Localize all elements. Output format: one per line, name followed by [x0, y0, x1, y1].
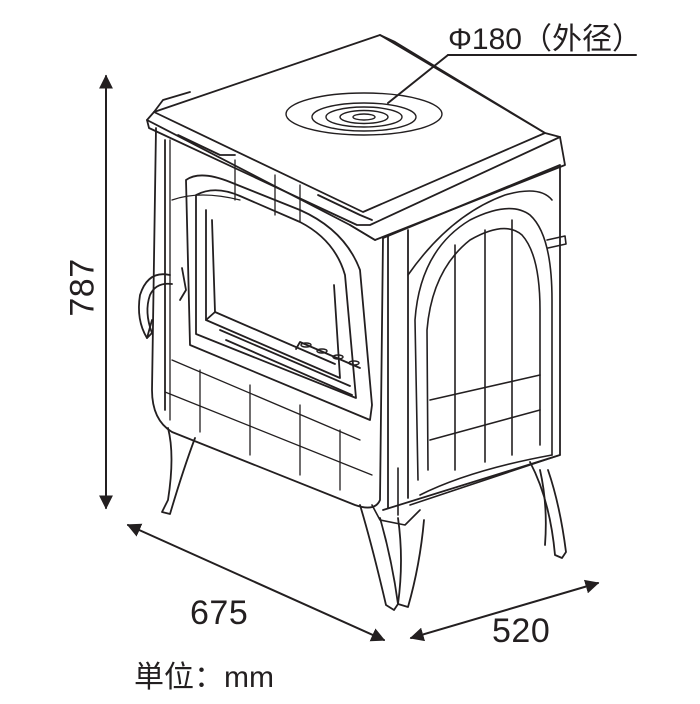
- unit-label: 単位：mm: [134, 661, 274, 694]
- depth-label: 520: [492, 612, 551, 650]
- stove-legs: [161, 427, 567, 611]
- width-label: 675: [190, 594, 249, 632]
- top-cooking-ring: [285, 92, 443, 136]
- door-handle: [138, 267, 187, 339]
- depth-dimension-line: [409, 579, 600, 642]
- front-tile-pattern: [164, 139, 373, 491]
- stove-base: [371, 454, 561, 526]
- top-plate-diameter-label: Φ180（外径）: [448, 23, 642, 56]
- side-knob: [546, 235, 567, 249]
- stove-front-door: [185, 174, 373, 421]
- door-grate: [300, 342, 360, 366]
- height-label: 787: [63, 258, 102, 317]
- side-arch: [407, 190, 553, 481]
- width-dimension-line: [126, 523, 386, 642]
